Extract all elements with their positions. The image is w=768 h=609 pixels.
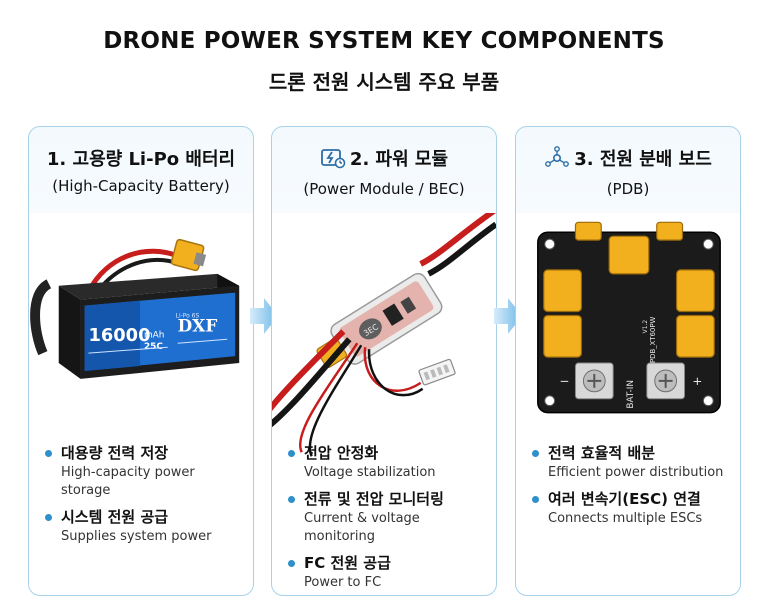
network-icon xyxy=(545,146,570,167)
list-item: FC 전원 공급 Power to FC xyxy=(286,553,482,592)
pdb-card-title-text: 3. 전원 분배 보드 xyxy=(574,149,712,170)
battery-card-subtitle: (High-Capacity Battery) xyxy=(52,177,230,195)
bullet-dot xyxy=(288,496,295,503)
list-item: 전류 및 전압 모니터링 Current & voltage monitorin… xyxy=(286,489,482,546)
pdb-card-header: 3. 전원 분배 보드 (PDB) xyxy=(516,145,740,198)
pdb-illustration: PDB_XT60PW V1.2 BAT-IN − + xyxy=(516,213,740,525)
pdb-card-subtitle: (PDB) xyxy=(606,180,650,198)
lipo-battery-image: 16000 mAh 25C DXF Li-Po 6S xyxy=(30,238,240,379)
list-item: 시스템 전원 공급 Supplies system power xyxy=(43,507,239,546)
jst-connector xyxy=(418,358,456,386)
power-module-card-title: 2. 파워 모듈 xyxy=(320,145,448,171)
power-module-icon xyxy=(321,149,346,169)
battery-capacity-text: 16000 xyxy=(88,325,150,346)
pdb-input-label: BAT-IN xyxy=(626,380,636,409)
bullet-dot xyxy=(45,450,52,457)
bullet-main-text: 여러 변속기(ESC) 연결 xyxy=(548,490,701,508)
list-item: 전압 안정화 Voltage stabilization xyxy=(286,443,482,482)
pdb-card-title: 3. 전원 분배 보드 xyxy=(544,145,712,171)
bullet-sub-text: Efficient power distribution xyxy=(548,465,724,480)
battery-card-title: 1. 고용량 Li-Po 배터리 xyxy=(46,149,236,170)
power-module-card-subtitle: (Power Module / BEC) xyxy=(303,180,465,198)
battery-card-header: 1. 고용량 Li-Po 배터리 (High-Capacity Battery) xyxy=(29,145,253,195)
bullet-sub-text: High-capacity power storage xyxy=(61,465,195,498)
bullet-dot xyxy=(45,514,52,521)
power-module-card-title-text: 2. 파워 모듈 xyxy=(349,149,449,170)
pdb-model-label: PDB_XT60PW xyxy=(649,317,657,364)
bullet-sub-text: Connects multiple ESCs xyxy=(548,511,703,526)
page-subtitle: 드론 전원 시스템 주요 부품 xyxy=(268,70,500,94)
list-item: 전력 효율적 배분 Efficient power distribution xyxy=(530,443,726,482)
bullet-dot xyxy=(532,496,539,503)
bullet-dot xyxy=(532,450,539,457)
battery-card: 1. 고용량 Li-Po 배터리 (High-Capacity Battery)… xyxy=(28,126,254,596)
power-module-card: 2. 파워 모듈 (Power Module / BEC) 3EC xyxy=(271,126,497,596)
bullet-main-text: 전류 및 전압 모니터링 xyxy=(304,490,444,508)
pdb-bullet-list: 전력 효율적 배분 Efficient power distribution 여… xyxy=(516,443,740,535)
power-module-illustration: 3EC xyxy=(272,213,496,525)
bullet-main-text: 전압 안정화 xyxy=(304,444,379,462)
battery-brand-text: DXF xyxy=(178,315,218,335)
page-title: DRONE POWER SYSTEM KEY COMPONENTS xyxy=(103,28,665,54)
list-item: 대용량 전력 저장 High-capacity power storage xyxy=(43,443,239,500)
battery-bullet-list: 대용량 전력 저장 High-capacity power storage 시스… xyxy=(29,443,253,553)
pdb-minus-label: − xyxy=(560,374,570,388)
pdb-version-label: V1.2 xyxy=(642,320,649,334)
module-body: 3EC xyxy=(316,272,443,369)
bullet-sub-text: Power to FC xyxy=(304,575,382,590)
battery-illustration: 16000 mAh 25C DXF Li-Po 6S xyxy=(29,213,253,525)
battery-unit-text: mAh xyxy=(144,330,164,340)
bullet-dot xyxy=(288,560,295,567)
power-module-bullet-list: 전압 안정화 Voltage stabilization 전류 및 전압 모니터… xyxy=(272,443,496,595)
pdb-card: 3. 전원 분배 보드 (PDB) PDB_XT60PW V1.2 xyxy=(515,126,741,596)
bullet-main-text: 전력 효율적 배분 xyxy=(548,444,656,462)
bullet-main-text: 시스템 전원 공급 xyxy=(61,508,169,526)
list-item: 여러 변속기(ESC) 연결 Connects multiple ESCs xyxy=(530,489,726,528)
bullet-main-text: FC 전원 공급 xyxy=(304,554,391,572)
bullet-sub-text: Supplies system power xyxy=(61,529,212,544)
xt60-connector xyxy=(170,238,207,272)
battery-cells-text: Li-Po 6S xyxy=(176,312,200,319)
pdb-plus-label: + xyxy=(692,374,702,388)
bullet-sub-text: Current & voltage monitoring xyxy=(304,511,420,544)
pdb-board-image: PDB_XT60PW V1.2 BAT-IN − + xyxy=(537,221,721,414)
power-module-image: 3EC xyxy=(272,213,496,457)
bat-in-terminals xyxy=(574,362,685,400)
bullet-sub-text: Voltage stabilization xyxy=(304,465,436,480)
bullet-main-text: 대용량 전력 저장 xyxy=(61,444,169,462)
battery-rate-text: 25C xyxy=(144,342,163,352)
bullet-dot xyxy=(288,450,295,457)
power-module-card-header: 2. 파워 모듈 (Power Module / BEC) xyxy=(272,145,496,198)
